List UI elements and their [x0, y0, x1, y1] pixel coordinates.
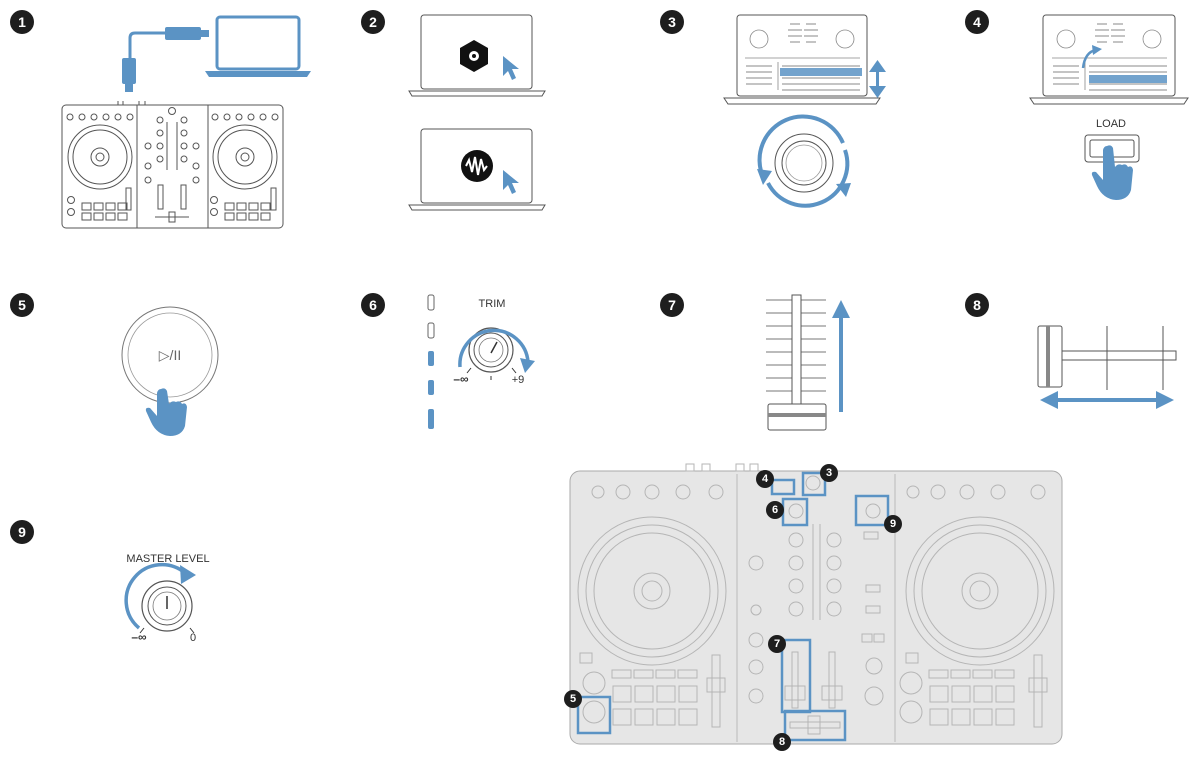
callout-6-badge: 6 — [766, 501, 784, 519]
callout-3-badge: 3 — [820, 464, 838, 482]
master-max-label: 0 — [190, 632, 196, 644]
highlight-master — [854, 494, 890, 527]
press-hand-icon — [1091, 145, 1133, 200]
cursor-icon — [503, 56, 519, 80]
crossfader-cap-icon — [1037, 325, 1063, 388]
highlight-play — [576, 695, 612, 735]
step-8-badge: 8 — [965, 293, 989, 317]
press-hand-icon — [145, 388, 187, 436]
cursor-icon — [503, 170, 519, 194]
step-2-badge: 2 — [361, 10, 385, 34]
step-2-launch-illustration — [408, 14, 546, 211]
step-1-badge: 1 — [10, 10, 34, 34]
master-level-label: MASTER LEVEL — [126, 553, 209, 565]
step-6-trim-illustration: TRIM –∞ +9 — [427, 294, 535, 429]
controller-outline — [61, 101, 284, 229]
highlight-crossfader — [783, 709, 847, 742]
callout-8-badge: 8 — [773, 733, 791, 751]
step-9-badge: 9 — [10, 520, 34, 544]
level-meter — [427, 294, 435, 429]
step-3-browse-illustration — [723, 14, 886, 208]
trim-max-label: +9 — [512, 374, 525, 386]
trim-min-label: –∞ — [453, 372, 468, 386]
step-7-fader-illustration — [766, 294, 850, 431]
master-knob-icon — [124, 562, 196, 634]
load-label: LOAD — [1096, 118, 1126, 130]
fader-cap-icon — [767, 403, 827, 431]
laptop-serato — [408, 128, 546, 211]
laptop-icon — [205, 15, 311, 77]
callout-9-badge: 9 — [884, 515, 902, 533]
controller-overview — [569, 463, 1063, 745]
callout-5-badge: 5 — [564, 690, 582, 708]
trim-label: TRIM — [479, 298, 506, 310]
left-right-arrow-icon — [1040, 391, 1174, 409]
callout-7-badge: 7 — [768, 635, 786, 653]
laptop-rekordbox — [408, 14, 546, 97]
trim-knob-icon — [458, 327, 535, 380]
step-6-badge: 6 — [361, 293, 385, 317]
callout-4-badge: 4 — [756, 470, 774, 488]
step-9-master-illustration: MASTER LEVEL –∞ 0 — [124, 553, 210, 644]
usb-cable-icon — [122, 27, 209, 92]
highlight-load — [770, 478, 796, 496]
step-5-badge: 5 — [10, 293, 34, 317]
step-7-badge: 7 — [660, 293, 684, 317]
highlight-rotary — [801, 471, 827, 497]
serato-logo-icon — [461, 150, 493, 182]
up-arrow-icon — [832, 300, 850, 412]
step-8-crossfader-illustration — [1037, 325, 1177, 409]
step-4-badge: 4 — [965, 10, 989, 34]
step-5-play-illustration: ▷/II — [121, 306, 219, 436]
step-3-badge: 3 — [660, 10, 684, 34]
play-pause-label: ▷/II — [159, 347, 181, 363]
rekordbox-logo-icon — [460, 40, 488, 72]
step-4-load-illustration: LOAD — [1029, 14, 1189, 200]
step-1-connection-illustration — [61, 15, 311, 229]
rotary-selector-icon — [757, 114, 851, 208]
master-min-label: –∞ — [131, 630, 146, 644]
scroll-arrow-icon — [869, 60, 886, 98]
